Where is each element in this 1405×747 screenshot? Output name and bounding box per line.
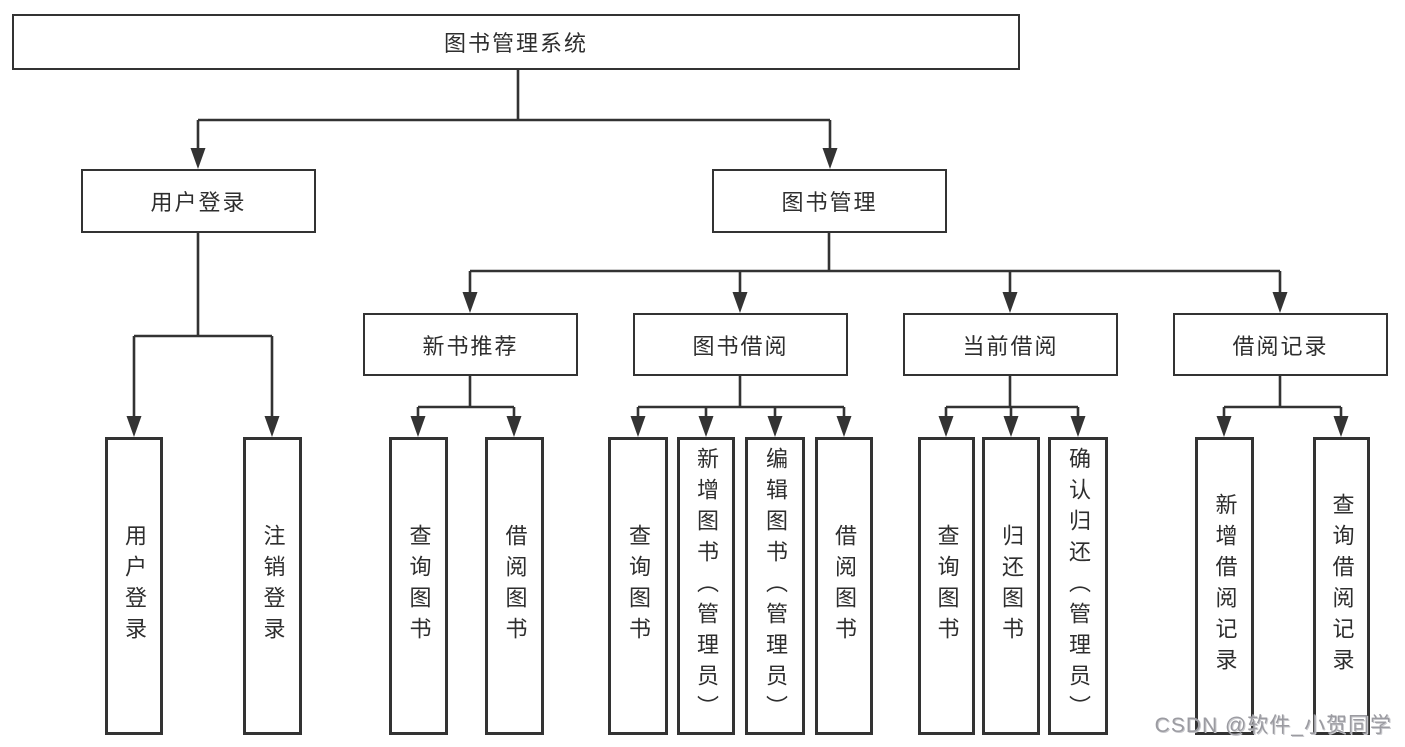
node-book-management: 图书管理 (712, 169, 947, 233)
leaf-query-books-1-label: 查询图书 (406, 524, 432, 648)
leaf-logout: 注销登录 (243, 437, 302, 735)
node-borrow-record-label: 借阅记录 (1232, 333, 1329, 359)
connector-borrow-record-to-leaves (1222, 376, 1343, 416)
leaf-logout-label: 注销登录 (260, 524, 286, 648)
leaf-borrow-books-1: 借阅图书 (485, 437, 544, 735)
arrowheads-current-borrow-to-leaves (938, 416, 1086, 437)
leaf-query-books-2: 查询图书 (608, 437, 668, 735)
leaf-borrow-books-2: 借阅图书 (815, 437, 873, 735)
leaf-confirm-return-admin: 确认归还（管理员） (1048, 437, 1108, 735)
connector-book-borrow-to-leaves (636, 376, 846, 416)
connector-new-book-to-leaves (416, 376, 516, 416)
leaf-borrow-books-2-label: 借阅图书 (832, 524, 857, 648)
leaf-confirm-return-admin-label: 确认归还（管理员） (1066, 446, 1091, 726)
arrowheads-root-to-level2 (190, 148, 838, 169)
leaf-query-books-3: 查询图书 (918, 437, 975, 735)
leaf-borrow-books-1-label: 借阅图书 (502, 524, 528, 648)
node-book-borrow-label: 图书借阅 (692, 333, 789, 359)
connector-book-mgmt-to-level3 (468, 233, 1282, 292)
leaf-query-borrow-record: 查询借阅记录 (1313, 437, 1370, 735)
leaf-user-login-label: 用户登录 (122, 524, 147, 648)
leaf-user-login: 用户登录 (105, 437, 163, 735)
arrowheads-borrow-record-to-leaves (1216, 416, 1349, 437)
node-book-management-label: 图书管理 (781, 190, 878, 215)
leaf-query-books-2-label: 查询图书 (626, 524, 651, 648)
node-new-book-recommend-label: 新书推荐 (422, 333, 519, 359)
node-new-book-recommend: 新书推荐 (363, 313, 578, 376)
leaf-add-borrow-record: 新增借阅记录 (1195, 437, 1254, 735)
leaf-edit-book-admin: 编辑图书（管理员） (745, 437, 805, 735)
node-library-system-label: 图书管理系统 (443, 31, 588, 56)
node-borrow-record: 借阅记录 (1173, 313, 1388, 376)
leaf-return-book-label: 归还图书 (999, 524, 1024, 648)
leaf-query-books-3-label: 查询图书 (934, 524, 960, 648)
connector-current-borrow-to-leaves (944, 376, 1080, 416)
node-user-login-label: 用户登录 (150, 190, 247, 215)
leaf-add-book-admin: 新增图书（管理员） (677, 437, 735, 735)
leaf-add-borrow-record-label: 新增借阅记录 (1212, 493, 1238, 679)
leaf-add-book-admin-label: 新增图书（管理员） (694, 446, 719, 726)
leaf-return-book: 归还图书 (982, 437, 1040, 735)
node-user-login: 用户登录 (81, 169, 316, 233)
leaf-query-borrow-record-label: 查询借阅记录 (1329, 493, 1355, 679)
arrowheads-new-book-to-leaves (410, 416, 522, 437)
watermark: CSDN @软件_小贺同学 (1154, 714, 1392, 737)
node-book-borrow: 图书借阅 (633, 313, 848, 376)
arrowheads-book-mgmt-to-level3 (462, 292, 1288, 313)
leaf-query-books-1: 查询图书 (389, 437, 448, 735)
arrowheads-book-borrow-to-leaves (630, 416, 852, 437)
connector-root-to-level2 (196, 70, 832, 148)
connector-user-login-to-leaves (132, 233, 274, 416)
leaf-edit-book-admin-label: 编辑图书（管理员） (763, 446, 788, 726)
node-current-borrow: 当前借阅 (903, 313, 1118, 376)
node-library-system: 图书管理系统 (12, 14, 1020, 70)
node-current-borrow-label: 当前借阅 (962, 333, 1059, 359)
arrowheads-user-login-to-leaves (126, 416, 280, 437)
